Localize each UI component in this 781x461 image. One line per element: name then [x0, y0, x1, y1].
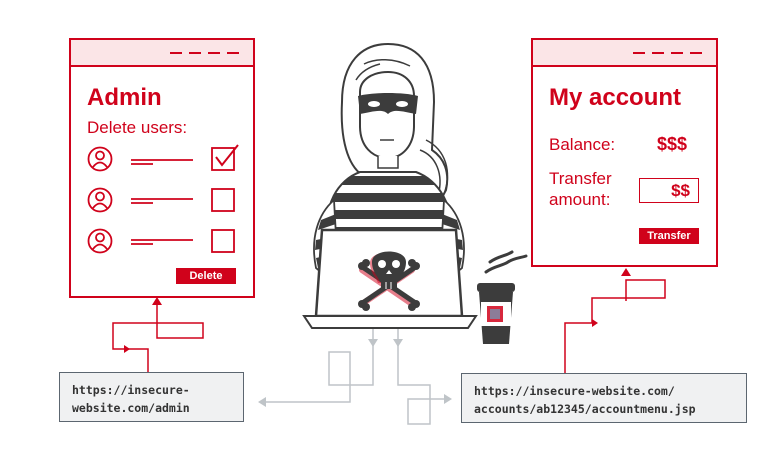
red-connector-admin — [112, 305, 204, 372]
admin-url-line2: website.com/admin — [72, 401, 190, 415]
delete-button[interactable]: Delete — [176, 268, 236, 284]
red-arrow-account-up — [621, 268, 631, 276]
user-row — [87, 228, 235, 254]
gray-arrow-left — [258, 397, 266, 407]
gray-connector-right — [397, 327, 444, 425]
admin-url-line1: https://insecure- — [72, 383, 190, 397]
account-url-line1: https://insecure-website.com/ — [474, 384, 675, 398]
gray-arrow-down-right — [393, 339, 403, 347]
user-icon — [87, 187, 113, 213]
user-icon — [87, 146, 113, 172]
gray-arrow-down-left — [368, 339, 378, 347]
titlebar-dash — [633, 52, 645, 54]
transfer-button[interactable]: Transfer — [639, 228, 699, 244]
account-window-titlebar — [533, 40, 716, 67]
user-row — [87, 144, 239, 172]
transfer-amount-value: $$ — [671, 181, 690, 200]
titlebar-dash — [227, 52, 239, 54]
transfer-label-line1: Transfer — [549, 169, 612, 188]
account-title: My account — [549, 84, 682, 111]
checkmark-icon — [215, 144, 239, 167]
admin-window-titlebar — [71, 40, 253, 67]
account-panel-window: My account Balance: $$$ Transfer amount:… — [531, 38, 718, 267]
titlebar-dash — [189, 52, 201, 54]
checkbox-empty-icon[interactable] — [211, 229, 235, 253]
skull-crossbones-icon — [358, 251, 420, 311]
balance-value: $$$ — [657, 134, 688, 154]
titlebar-dash — [671, 52, 683, 54]
gray-connector-left — [266, 327, 374, 403]
titlebar-dash — [690, 52, 702, 54]
admin-url-box: https://insecure- website.com/admin — [59, 372, 244, 422]
admin-title: Admin — [87, 84, 162, 111]
user-icon — [87, 228, 113, 254]
red-arrow-account-entry — [592, 319, 598, 327]
titlebar-dash — [208, 52, 220, 54]
admin-panel-window: Admin Delete users: Delete — [69, 38, 255, 298]
balance-label: Balance: — [549, 135, 616, 154]
red-arrow-admin-entry — [124, 345, 130, 353]
titlebar-dash — [652, 52, 664, 54]
user-row — [87, 187, 235, 213]
eye-mask — [358, 93, 418, 114]
gray-arrow-right — [444, 394, 452, 404]
checkbox-checked-icon[interactable] — [211, 147, 235, 171]
laptop-base — [302, 315, 478, 329]
transfer-amount-field[interactable]: $$ — [639, 178, 699, 203]
steam-icon — [484, 250, 528, 274]
red-connector-account — [564, 279, 666, 373]
transfer-label-line2: amount: — [549, 190, 611, 209]
checkbox-empty-icon[interactable] — [211, 188, 235, 212]
account-url-line2: accounts/ab12345/accountmenu.jsp — [474, 402, 696, 416]
admin-subtitle: Delete users: — [87, 118, 188, 137]
red-arrow-admin-up — [152, 297, 162, 305]
account-url-box: https://insecure-website.com/ accounts/a… — [461, 373, 747, 423]
titlebar-dash — [170, 52, 182, 54]
